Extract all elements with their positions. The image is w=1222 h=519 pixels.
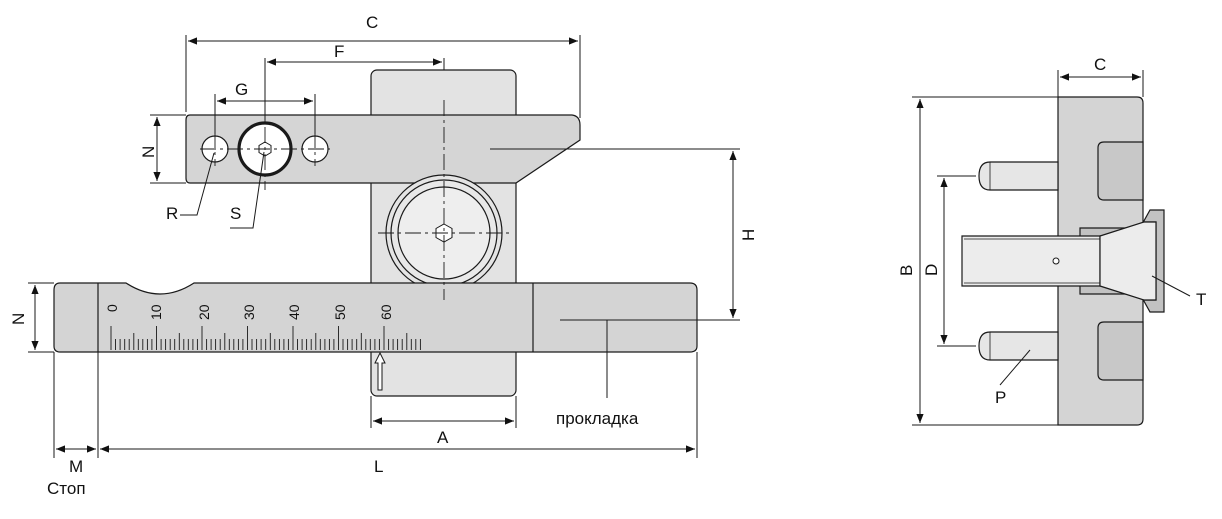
side-view bbox=[961, 96, 1165, 426]
scale-label-20: 20 bbox=[196, 304, 212, 320]
dim-label-n-top: N bbox=[139, 146, 158, 158]
ruler-bar bbox=[53, 282, 698, 353]
scale-label-60: 60 bbox=[378, 304, 394, 320]
dim-label-l: L bbox=[374, 457, 383, 476]
scale-ticks bbox=[110, 326, 421, 350]
dim-label-s: S bbox=[230, 204, 241, 223]
dim-label-r: R bbox=[166, 204, 178, 223]
dimension-lines-front bbox=[28, 35, 740, 458]
pointer-arrow bbox=[374, 351, 386, 391]
bolt-hole bbox=[1052, 257, 1060, 265]
clamp-top bbox=[1097, 141, 1144, 201]
dim-label-c: C bbox=[366, 13, 378, 32]
side-label-t: T bbox=[1196, 290, 1206, 309]
pin-top bbox=[978, 161, 1059, 191]
side-label-c: C bbox=[1094, 55, 1106, 74]
side-labels: C B D T P bbox=[897, 55, 1206, 407]
scale-label-40: 40 bbox=[286, 304, 302, 320]
side-label-b: B bbox=[897, 265, 916, 276]
side-label-p: P bbox=[995, 388, 1006, 407]
front-labels: C F G N R S H N A L M Стоп прокладка bbox=[9, 13, 758, 498]
scale-label-10: 10 bbox=[148, 304, 164, 320]
dim-label-g: G bbox=[235, 80, 248, 99]
side-label-d: D bbox=[922, 264, 941, 276]
scale-label-0: 0 bbox=[104, 304, 120, 312]
dimension-lines-side bbox=[912, 70, 1191, 426]
shim-label: прокладка bbox=[556, 409, 639, 428]
scale-label-50: 50 bbox=[332, 304, 348, 320]
dim-label-n-side: N bbox=[9, 313, 28, 325]
dim-label-a: A bbox=[437, 428, 449, 447]
dim-label-m: M bbox=[69, 457, 83, 476]
front-view bbox=[53, 69, 698, 397]
clamp-bottom bbox=[1097, 321, 1144, 381]
bolt bbox=[961, 235, 1101, 287]
pin-bottom bbox=[978, 331, 1059, 361]
scale-label-30: 30 bbox=[241, 304, 257, 320]
dim-label-f: F bbox=[334, 42, 344, 61]
dim-label-h: H bbox=[739, 229, 758, 241]
scale-labels: 0 10 20 30 40 50 60 bbox=[104, 304, 394, 320]
stop-label: Стоп bbox=[47, 479, 86, 498]
